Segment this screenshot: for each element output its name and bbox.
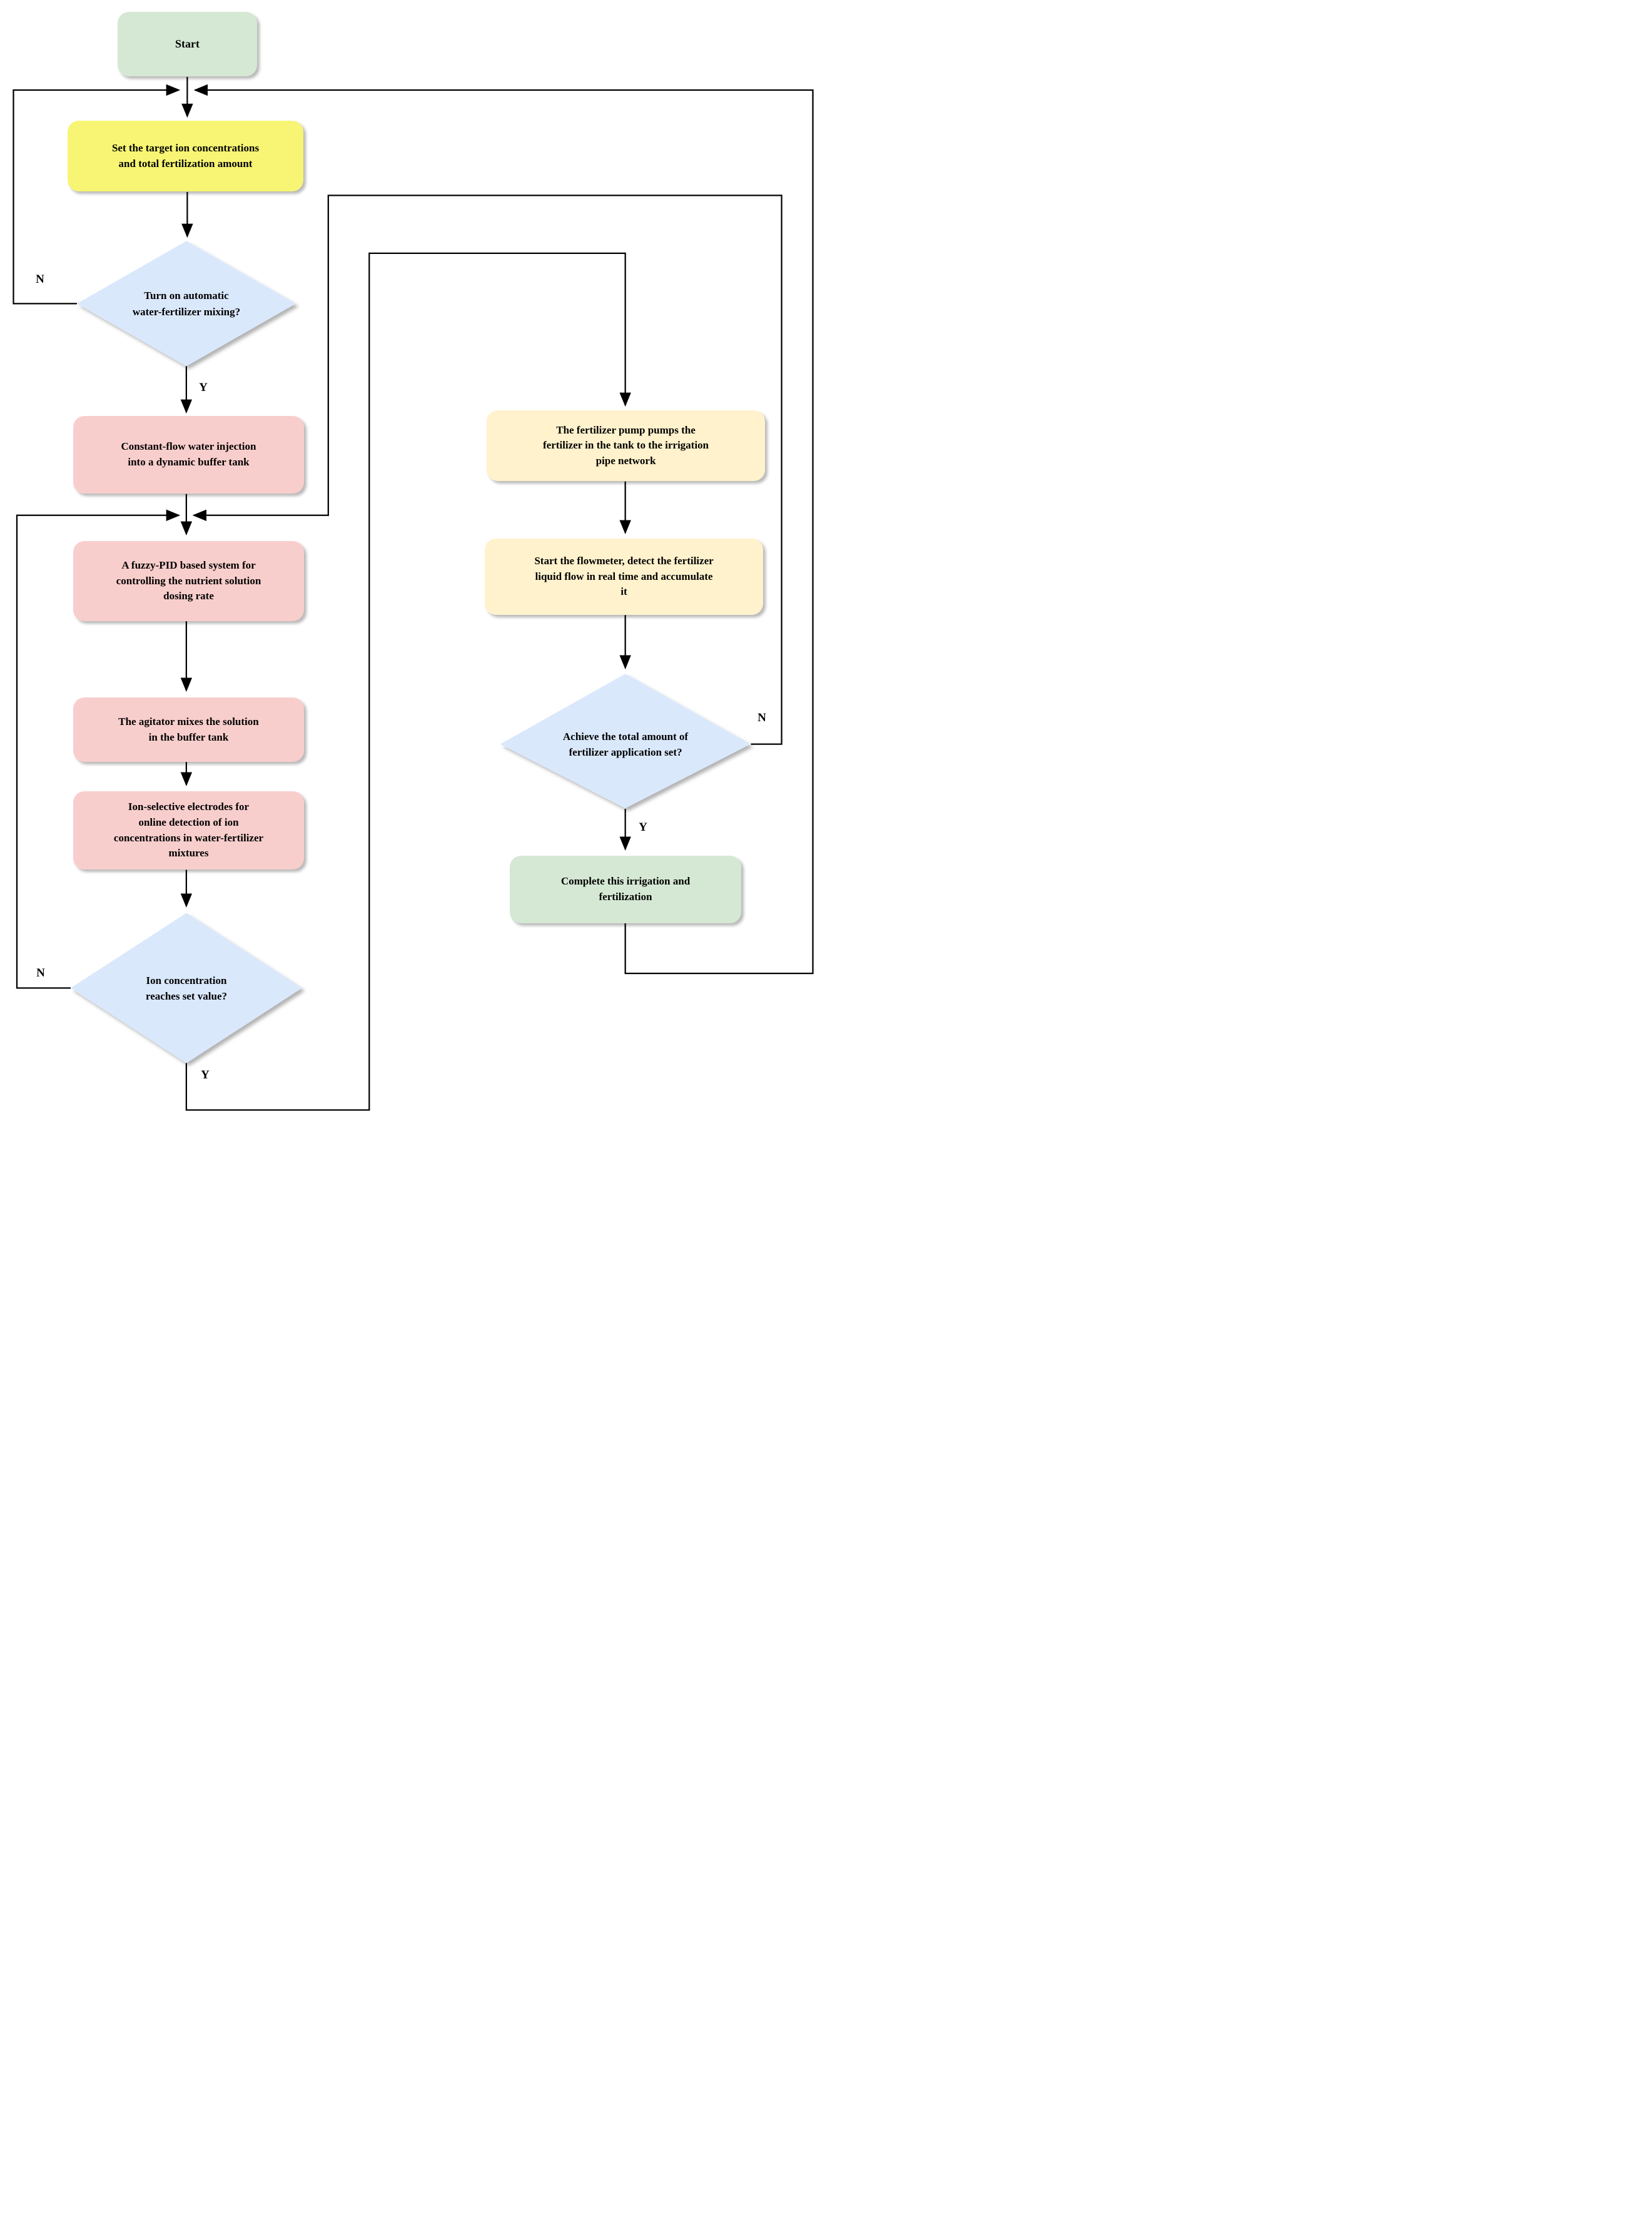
edge-label-ion-no: N [36,966,45,980]
node-agitator: The agitator mixes the solution in the b… [73,697,304,762]
edge-label-ion-yes: Y [201,1068,210,1082]
node-fuzzy-pid: A fuzzy-PID based system for controlling… [73,541,304,621]
decision-ion-shape [70,913,302,1063]
node-set-targets: Set the target ion concentrations and to… [68,121,303,191]
node-complete: Complete this irrigation and fertilizati… [510,856,741,923]
decision-amount-shape [500,674,751,809]
edge-label-mixing-yes: Y [199,381,208,394]
edge-label-amount-no: N [758,711,766,724]
node-constant-flow: Constant-flow water injection into a dyn… [73,416,304,494]
decision-mixing-shape [76,241,296,367]
flowchart-canvas: Start Set the target ion concentrations … [0,0,826,1117]
node-start: Start [118,12,257,76]
edge-ion-no-loop [16,509,181,989]
edge-ion-yes-to-pump [185,252,631,1111]
edge-amount-no-loop [192,195,783,745]
connector-layer [13,76,814,1111]
node-fertilizer-pump: The fertilizer pump pumps the fertilizer… [487,410,765,481]
node-flowmeter: Start the flowmeter, detect the fertiliz… [485,539,763,615]
edge-label-amount-yes: Y [639,821,647,834]
node-ion-electrodes: Ion-selective electrodes for online dete… [73,791,304,869]
edge-label-mixing-no: N [36,273,44,286]
edge-mixing-no-loop [13,84,181,305]
edge-complete-restart-loop [193,84,814,975]
